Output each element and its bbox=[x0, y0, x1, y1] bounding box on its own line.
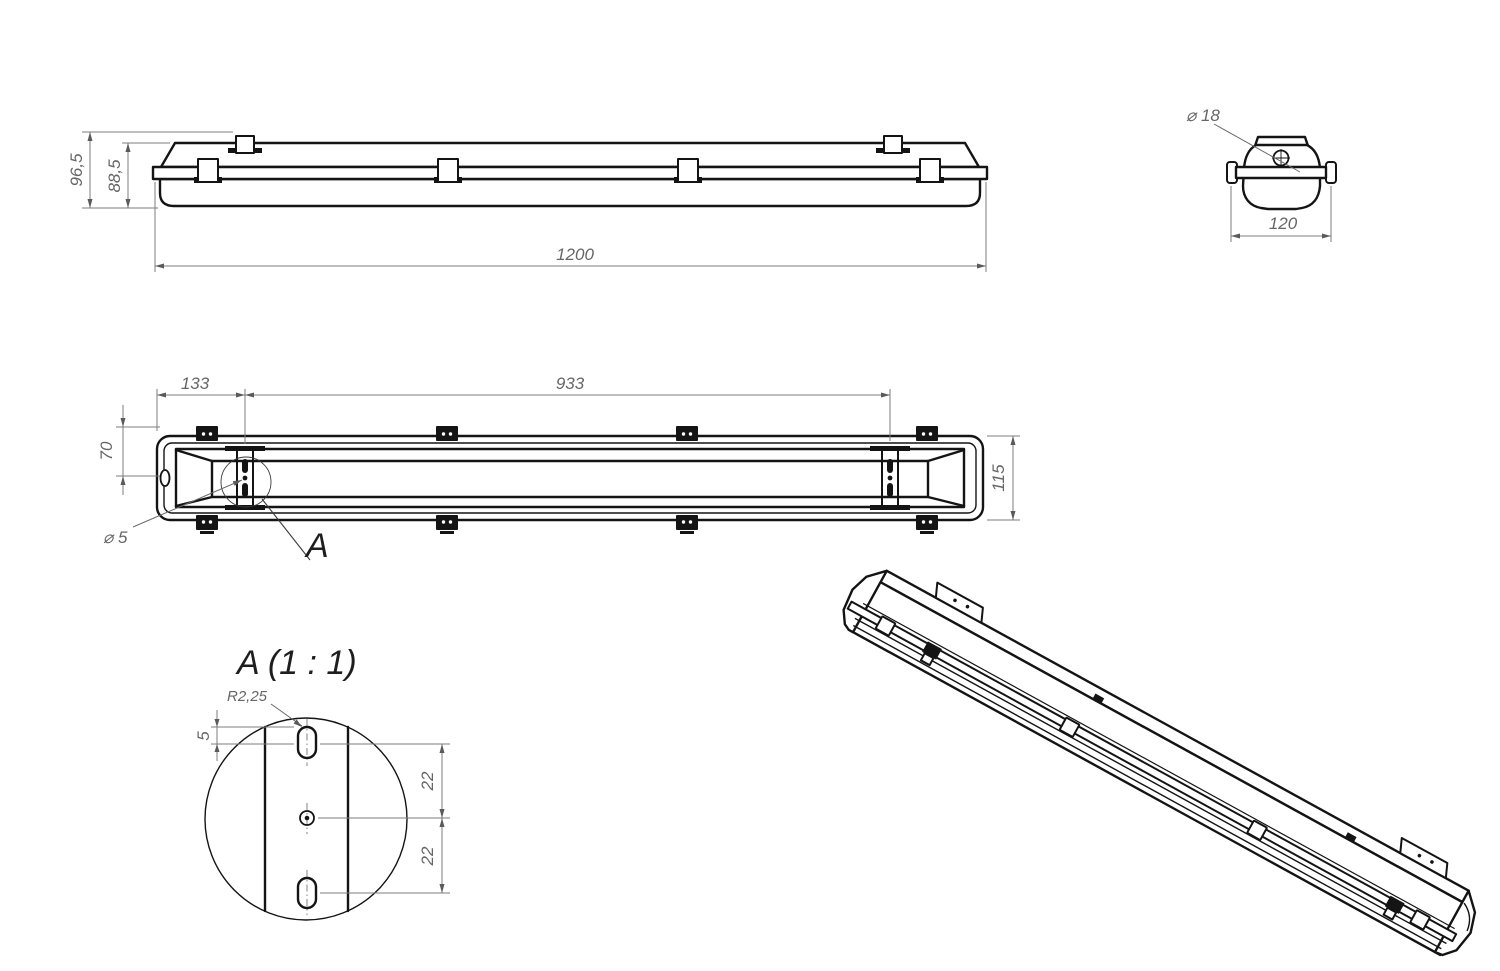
front-body-top bbox=[159, 141, 981, 169]
plan-clips bbox=[196, 426, 938, 534]
dim-hole-offset: 70 bbox=[97, 405, 160, 495]
dim-end-width: 120 bbox=[1230, 186, 1332, 242]
dim-end-hole: ⌀ 18 bbox=[1186, 106, 1301, 173]
detail-leader: A bbox=[261, 498, 329, 565]
front-view: 96,5 88,5 1200 bbox=[67, 131, 989, 272]
iso-clips bbox=[874, 615, 1431, 931]
iso-bracket-left bbox=[919, 581, 984, 667]
front-body-bottom bbox=[158, 177, 982, 208]
plan-bracket-right bbox=[870, 446, 910, 510]
dim-slot-radius: R2,25 bbox=[227, 688, 303, 727]
front-bracket-left bbox=[228, 135, 262, 154]
detail-slot-top bbox=[296, 719, 318, 766]
dim-end-offset: 133 bbox=[156, 374, 246, 444]
dim-plan-width: 115 bbox=[987, 435, 1020, 521]
dim-label-d5: ⌀ 5 bbox=[103, 528, 128, 547]
plan-housing-outer bbox=[155, 434, 985, 522]
end-view: ⌀ 18 120 bbox=[1186, 106, 1337, 242]
dim-label-d18: ⌀ 18 bbox=[1186, 106, 1220, 125]
front-bracket-right bbox=[876, 135, 910, 154]
dim-spacing-lower: 22 bbox=[418, 818, 445, 893]
iso-top-face bbox=[874, 569, 1470, 907]
dim-label-r225: R2,25 bbox=[227, 688, 268, 705]
plan-bracket-left bbox=[225, 446, 265, 510]
detail-center-hole bbox=[299, 803, 315, 834]
dim-label-133: 133 bbox=[181, 374, 210, 393]
dim-plan-hole: ⌀ 5 bbox=[103, 479, 243, 547]
dim-label-70: 70 bbox=[97, 441, 116, 460]
plan-end-hole bbox=[159, 469, 171, 487]
isometric-view bbox=[842, 569, 1477, 957]
dim-label-1200: 1200 bbox=[556, 245, 594, 264]
front-clips bbox=[194, 158, 944, 183]
detail-marker-label: A bbox=[304, 527, 329, 565]
dim-height-body: 88,5 bbox=[105, 143, 131, 208]
dim-height-overall: 96,5 bbox=[67, 131, 233, 209]
front-flange-band bbox=[151, 165, 989, 181]
dim-label-88-5: 88,5 bbox=[105, 159, 124, 193]
detail-slot-bottom bbox=[296, 870, 318, 915]
dim-spacing-upper: 22 bbox=[418, 744, 445, 818]
dim-slot-offset: 5 bbox=[194, 710, 294, 761]
end-flange-band bbox=[1234, 165, 1328, 180]
end-clip-right bbox=[1325, 161, 1337, 184]
detail-circle bbox=[220, 456, 272, 508]
iso-end-cap-left bbox=[842, 569, 888, 634]
plan-diffuser bbox=[174, 447, 966, 509]
dim-label-96-5: 96,5 bbox=[67, 153, 86, 187]
dim-label-5: 5 bbox=[194, 731, 213, 741]
dim-bracket-spacing: 933 bbox=[245, 374, 891, 441]
end-hole bbox=[1272, 149, 1290, 167]
iso-bracket-right bbox=[1382, 836, 1449, 921]
detail-boundary-circle bbox=[204, 717, 408, 921]
plan-view: 133 933 70 115 bbox=[97, 374, 1020, 565]
dim-label-120: 120 bbox=[1269, 214, 1298, 233]
dim-label-22-upper: 22 bbox=[418, 771, 437, 791]
dim-length: 1200 bbox=[154, 182, 987, 272]
detail-title: A (1 : 1) bbox=[235, 644, 357, 682]
dim-label-22-lower: 22 bbox=[418, 846, 437, 866]
detail-view: A (1 : 1) R2,25 bbox=[194, 644, 450, 921]
iso-end-cap-right bbox=[1433, 889, 1477, 957]
dim-label-115: 115 bbox=[989, 464, 1008, 492]
dim-label-933: 933 bbox=[556, 374, 585, 393]
